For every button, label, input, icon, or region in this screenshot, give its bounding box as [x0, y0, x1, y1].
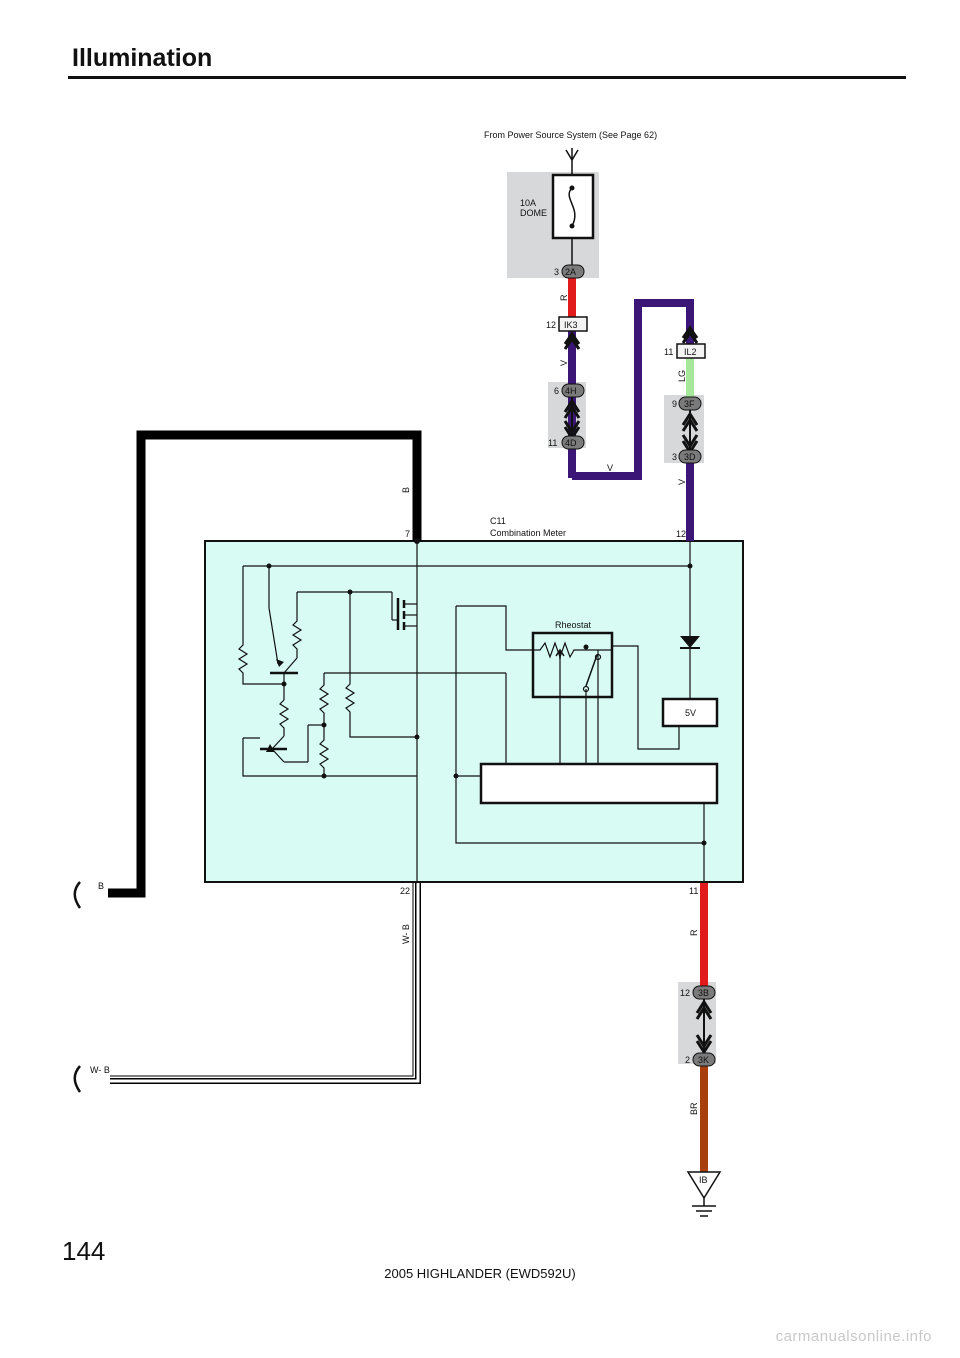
regulator-box — [661, 697, 719, 728]
page-number: 144 — [62, 1236, 106, 1266]
connector-2a — [561, 264, 585, 279]
ground-triangle-icon — [686, 1171, 722, 1200]
connector-4d-id: 4D — [565, 438, 577, 448]
pin-3b: 12 — [680, 988, 690, 998]
chevron-4h-icon — [563, 398, 581, 419]
diode-icon — [680, 636, 700, 648]
wire-wb-inner — [110, 883, 420, 1083]
wire-label-lg: LG — [677, 370, 687, 382]
connector-il2 — [676, 343, 706, 359]
power-arrow-icon — [565, 149, 579, 162]
connector-4h — [561, 383, 585, 398]
wire-label-v-mid: V — [607, 463, 613, 473]
connector-ik3-id: IK3 — [564, 320, 578, 330]
wire-wb-mid — [110, 883, 414, 1077]
connector-4h-id: 4H — [565, 386, 577, 396]
wire-label-r-top: R — [559, 294, 569, 301]
wire-label-v-left: V — [559, 360, 569, 366]
wire-end-wb-icon — [73, 1065, 82, 1093]
pin-il2: 11 — [664, 347, 673, 357]
connector-3b — [692, 985, 716, 1000]
connector-3f — [678, 396, 702, 411]
component-code: C11 — [490, 516, 506, 526]
chevron-ik3-icon — [563, 331, 581, 350]
wire-violet-mid — [572, 299, 694, 480]
wire-label-br: BR — [689, 1102, 699, 1115]
pin-4h: 6 — [554, 386, 559, 396]
meter-pin-11: 11 — [689, 886, 698, 896]
regulator-label: 5V — [685, 708, 696, 718]
pin-3f: 9 — [672, 399, 677, 409]
wire-label-v-right: V — [677, 479, 687, 485]
combination-meter-box — [204, 540, 744, 883]
pin-2a: 3 — [554, 267, 559, 277]
wire-label-b-left: B — [98, 881, 104, 891]
connector-3b-id: 3B — [698, 988, 709, 998]
connector-3d — [678, 449, 702, 464]
page-title: Illumination — [72, 44, 213, 72]
chevron-il2-icon — [681, 325, 699, 344]
wire-end-b-icon — [73, 881, 82, 909]
junction-dots — [266, 538, 707, 846]
connector-4d — [561, 435, 585, 450]
meter-pin-7: 7 — [405, 529, 410, 539]
meter-internal-circuit — [237, 541, 705, 883]
connector-il2-id: IL2 — [684, 347, 697, 357]
fuse-icon — [568, 187, 576, 227]
wire-wb-outer — [110, 883, 421, 1084]
title-rule — [68, 76, 906, 79]
model-footer: 2005 HIGHLANDER (EWD592U) — [384, 1266, 576, 1281]
pin-3k: 2 — [685, 1055, 690, 1065]
connector-3k-id: 3K — [698, 1055, 709, 1065]
rheostat-switch-icon — [585, 654, 598, 687]
wire-label-r-bottom: R — [689, 929, 699, 936]
connector-3d-id: 3D — [684, 452, 696, 462]
component-name: Combination Meter — [490, 528, 566, 538]
connector-3k — [692, 1052, 716, 1067]
rheostat-wiper-icon — [555, 648, 565, 659]
chevron-3b-icon — [695, 999, 713, 1020]
transistor-arrow-2-icon — [266, 744, 275, 752]
pin-ik3: 12 — [546, 320, 556, 330]
pin-3d: 3 — [672, 452, 677, 462]
meter-pin-12: 12 — [676, 529, 686, 539]
wire-label-b-top: B — [401, 487, 411, 493]
rheostat-label: Rheostat — [555, 620, 592, 630]
wire-b-black — [108, 430, 422, 898]
wire-label-wb-left: W- B — [90, 1065, 110, 1075]
watermark: carmanualsonline.info — [775, 1328, 932, 1345]
meter-logic-box — [479, 762, 719, 805]
connector-ik3 — [558, 316, 588, 332]
ground-label: IB — [699, 1175, 708, 1185]
wire-label-wb-vert: W- B — [401, 924, 411, 944]
rheostat-box — [531, 631, 614, 699]
chevron-3k-icon — [695, 1034, 713, 1055]
power-source-label: From Power Source System (See Page 62) — [484, 130, 657, 140]
connector-2a-id: 2A — [565, 267, 576, 277]
meter-pin-22: 22 — [400, 886, 410, 896]
pin-4d: 11 — [548, 438, 557, 448]
transistor-arrow-1-icon — [276, 659, 284, 667]
fuse-rating: 10A — [520, 198, 536, 208]
connector-3f-id: 3F — [684, 399, 695, 409]
chevron-3f-icon — [681, 411, 699, 432]
fuse-name: DOME — [520, 208, 547, 218]
